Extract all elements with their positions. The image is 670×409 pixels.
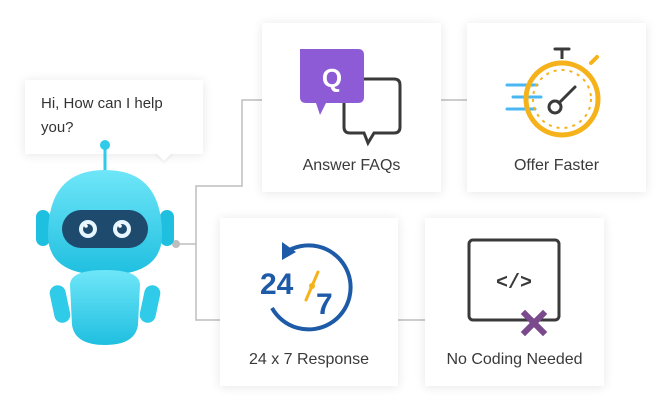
qa-chat-icon: Q (300, 49, 402, 147)
stopwatch-icon (505, 47, 601, 138)
feature-label-offer-faster: Offer Faster (513, 157, 600, 174)
chat-greeting: Hi, How can I help you? (41, 95, 163, 136)
close-x-icon (520, 309, 548, 337)
qa-q-letter: Q (322, 63, 342, 93)
chat-bubble-tail (155, 152, 173, 161)
robot-icon (36, 140, 174, 345)
code-tag-text: </> (496, 272, 532, 295)
feature-label-24x7-response: 24 x 7 Response (248, 351, 370, 368)
feature-label-no-coding-needed: No Coding Needed (446, 351, 583, 368)
feature-card-no-coding-needed: </> No Coding Needed (425, 218, 604, 386)
feature-card-24x7-response: 24 7 24 x 7 Response (220, 218, 398, 386)
twenty-four-seven-icon: 24 7 (260, 242, 353, 332)
feature-card-answer-faqs: Q Answer FAQs (262, 23, 441, 192)
icon-24-text: 24 (260, 268, 294, 301)
feature-card-offer-faster: Offer Faster (467, 23, 646, 192)
connector-dot (172, 240, 180, 248)
code-window-icon: </> (467, 238, 561, 337)
icon-7-text: 7 (316, 288, 333, 321)
feature-label-answer-faqs: Answer FAQs (302, 157, 401, 174)
chat-bubble: Hi, How can I help you? (25, 80, 203, 154)
